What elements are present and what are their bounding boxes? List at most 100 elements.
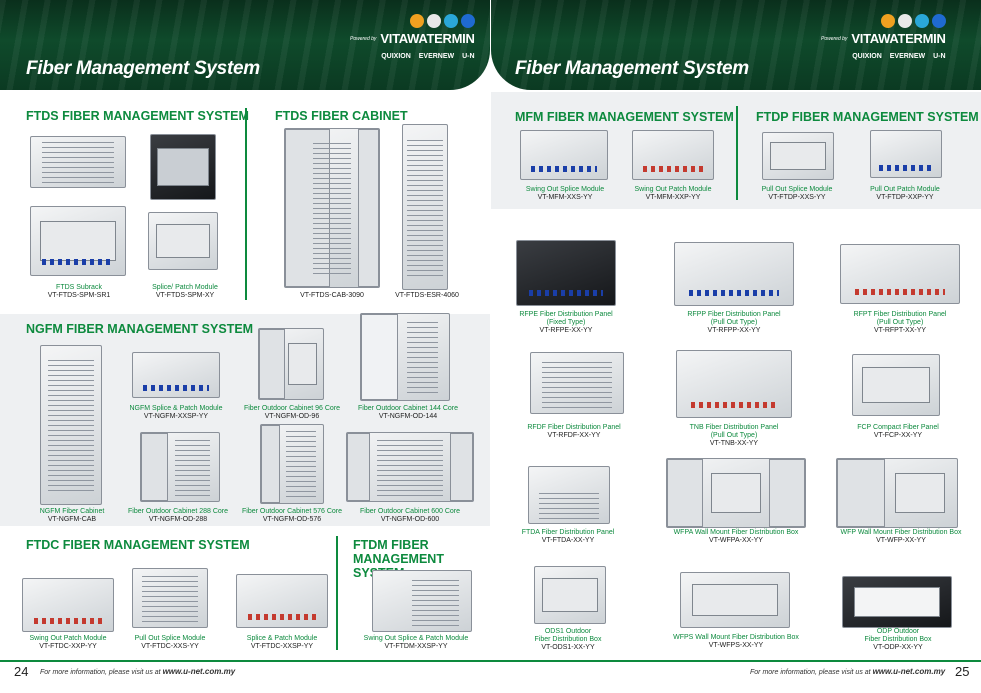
sub-brand-evernew: EVERNEW [418,53,455,60]
ftdc-xp-image [22,578,114,632]
footer-info-right: For more information, please visit us at… [750,667,945,676]
section-title-ftds-system: FTDS FIBER MANAGEMENT SYSTEM [26,109,249,123]
logo-dot-cyan [443,14,458,28]
ngfm-od576-image [260,424,324,504]
product-code: VT-NGFM-OD-96 [264,413,320,420]
caption-rfpp: RFPP Fiber Distribution Panel (Pull Out … [676,311,792,335]
ftdc-xs-image [132,568,208,628]
product-code: VT-MFM-XXS-YY [537,194,593,201]
product-code: VT-MFM-XXP-YY [645,194,701,201]
footer-url-link[interactable]: www.u-net.com.my [162,667,236,676]
ngfm-od144-image [360,313,450,401]
section-title-ftdm: FTDM FIBER MANAGEMENT SYSTEM [353,538,444,580]
product-code: VT-NGFM-OD-600 [380,516,440,523]
product-code: VT-WFP-XX-YY [876,537,926,544]
product-code: VT-NGFM-OD-144 [378,413,438,420]
rfdf-image [530,352,624,414]
product-name: NGFM Splice & Patch Module [129,405,223,412]
caption-ngfm-module: NGFM Splice & Patch Module VT-NGFM-XXSP-… [126,405,226,421]
product-code: VT-RFDF-XX-YY [547,432,601,439]
product-name: FCP Compact Fiber Panel [857,424,939,431]
footer-info-text: For more information, please visit us at [40,669,161,676]
product-subtitle: (Pull Out Type) [710,319,758,326]
brand-name: VITAWATERMIN [380,31,475,47]
section-title-ftdc: FTDC FIBER MANAGEMENT SYSTEM [26,538,250,552]
odp-image [842,576,952,628]
footer-info-left: For more information, please visit us at… [40,667,235,676]
fcp-image [852,354,940,416]
section-title-ftdp: FTDP FIBER MANAGEMENT SYSTEM [756,110,979,124]
page-title-right: Fiber Management System [515,58,749,79]
sub-brand-un: U-N [933,53,946,60]
ftds-module-image-2 [148,212,218,270]
caption-ngfm-od576: Fiber Outdoor Cabinet 576 Core VT-NGFM-O… [240,508,344,524]
product-name: Swing Out Patch Module [634,186,712,193]
product-name: Swing Out Splice & Patch Module [363,635,469,642]
caption-wfpa: WFPA Wall Mount Fiber Distribution Box V… [666,529,806,545]
section-title-ngfm: NGFM FIBER MANAGEMENT SYSTEM [26,322,254,336]
wfps-image [680,572,790,628]
product-name: WFPS Wall Mount Fiber Distribution Box [673,634,799,641]
ngfm-od288-image [140,432,220,502]
caption-ftds-subrack: FTDS Subrack VT-FTDS-SPM-SR1 [44,284,114,300]
caption-wfps: WFPS Wall Mount Fiber Distribution Box V… [666,634,806,650]
product-name: TNB Fiber Distribution Panel [689,424,779,431]
caption-ftdc-xp: Swing Out Patch Module VT-FTDC-XXP-YY [20,635,116,651]
product-name: ODS1 Outdoor [544,628,592,635]
tnb-image [676,350,792,418]
product-name: Pull Out Splice Module [134,635,206,642]
footer-url-link[interactable]: www.u-net.com.my [872,667,946,676]
product-code: VT-ODP-XX-YY [873,644,923,651]
page-title-left: Fiber Management System [26,58,260,79]
caption-ngfm-od144: Fiber Outdoor Cabinet 144 Core VT-NGFM-O… [356,405,460,421]
product-name: RFDF Fiber Distribution Panel [527,424,621,431]
product-code: VT-NGFM-OD-288 [148,516,208,523]
product-subtitle: Fiber Distribution Box [534,636,602,643]
product-subtitle: (Pull Out Type) [710,432,758,439]
product-name: Swing Out Splice Module [525,186,605,193]
product-code: VT-NGFM-OD-576 [262,516,322,523]
product-code: VT-FTDC-XXP-YY [39,643,97,650]
caption-fcp: FCP Compact Fiber Panel VT-FCP-XX-YY [840,424,956,440]
ftds-subrack-image-2 [30,206,126,276]
sub-brand-quixion: QUIXION [381,53,411,60]
product-name: Fiber Outdoor Cabinet 144 Core [358,405,458,412]
product-code: VT-ODS1-XX-YY [541,644,595,651]
product-name: RFPE Fiber Distribution Panel [519,311,613,318]
product-name: Pull Out Splice Module [761,186,833,193]
sub-brands: QUIXION EVERNEW U-N [821,53,946,60]
caption-ngfm-cab: NGFM Fiber Cabinet VT-NGFM-CAB [30,508,114,524]
rfpt-image [840,244,960,304]
caption-mfm-xs: Swing Out Splice Module VT-MFM-XXS-YY [516,186,614,202]
ngfm-od96-image [258,328,324,400]
logo-dot-blue [460,14,475,28]
mfm-xp-image [632,130,714,180]
caption-mfm-xp: Swing Out Patch Module VT-MFM-XXP-YY [624,186,722,202]
ftds-subrack-image [30,136,126,188]
product-name: WFPA Wall Mount Fiber Distribution Box [673,529,799,536]
product-code: VT-FTDM-XXSP-YY [384,643,448,650]
ftdm-xsp-image [372,570,472,632]
ngfm-od600-image [346,432,474,502]
sub-brand-un: U-N [462,53,475,60]
product-code: VT-RFPE-XX-YY [539,327,593,334]
footer-info-text: For more information, please visit us at [750,669,871,676]
caption-rfdf: RFDF Fiber Distribution Panel VT-RFDF-XX… [516,424,632,440]
product-code: VT-TNB-XX-YY [709,440,759,447]
product-code: VT-RFPP-XX-YY [707,327,761,334]
ngfm-cabinet-image [40,345,102,505]
powered-by-label: Powered by [821,35,848,42]
caption-ngfm-od600: Fiber Outdoor Cabinet 600 Core VT-NGFM-O… [358,508,462,524]
powered-by-label: Powered by [350,35,377,42]
product-name: Swing Out Patch Module [29,635,107,642]
rfpp-image [674,242,794,306]
caption-rfpt: RFPT Fiber Distribution Panel (Pull Out … [842,311,958,335]
caption-ods1: ODS1 Outdoor Fiber Distribution Box VT-O… [510,628,626,652]
product-code: VT-FTDA-XX-YY [541,537,595,544]
product-name: Fiber Outdoor Cabinet 288 Core [128,508,228,515]
wfp-image [836,458,958,528]
product-name: Fiber Outdoor Cabinet 576 Core [242,508,342,515]
